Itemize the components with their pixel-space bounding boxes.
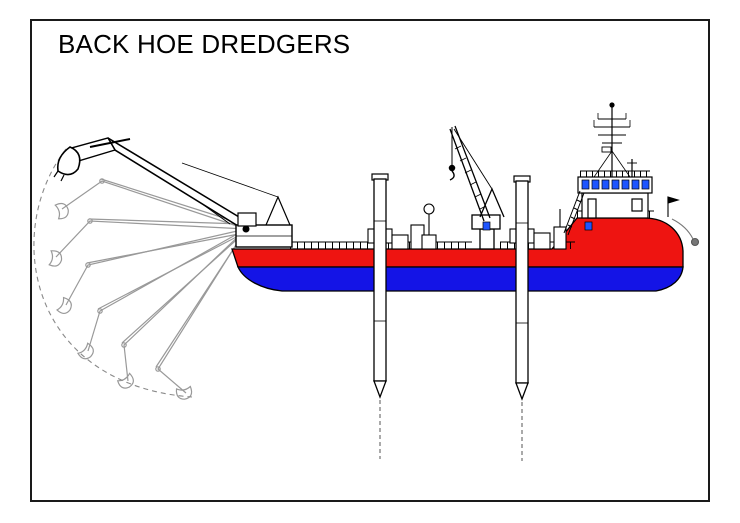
backhoe-excavator — [53, 137, 293, 248]
bow-fittings — [667, 196, 700, 247]
porthole-windows — [482, 221, 593, 231]
accommodation-ladder — [563, 190, 585, 236]
anchor-icon — [690, 237, 700, 247]
diagram-frame: BACK HOE DREDGERS — [30, 19, 710, 502]
main-mast — [593, 102, 637, 178]
excavator-cab — [237, 212, 257, 227]
deck-equipment — [391, 203, 567, 250]
spud-aft — [513, 175, 531, 462]
backhoe-arm-ghost-positions — [47, 178, 247, 401]
wheelhouse-windows — [581, 179, 650, 190]
spud-forward — [371, 173, 389, 460]
backhoe-dredger-diagram — [33, 102, 700, 462]
backhoe-bucket — [56, 146, 81, 176]
wheelhouse-top-railing — [580, 170, 650, 177]
deck-crane — [448, 125, 505, 250]
dig-envelope-arc — [33, 148, 193, 398]
crane-hook-icon — [448, 127, 456, 181]
page-title: BACK HOE DREDGERS — [58, 29, 351, 59]
hull-below-waterline — [236, 266, 684, 292]
backhoe-boom — [107, 137, 253, 237]
crane-boom-lattice — [454, 145, 487, 210]
